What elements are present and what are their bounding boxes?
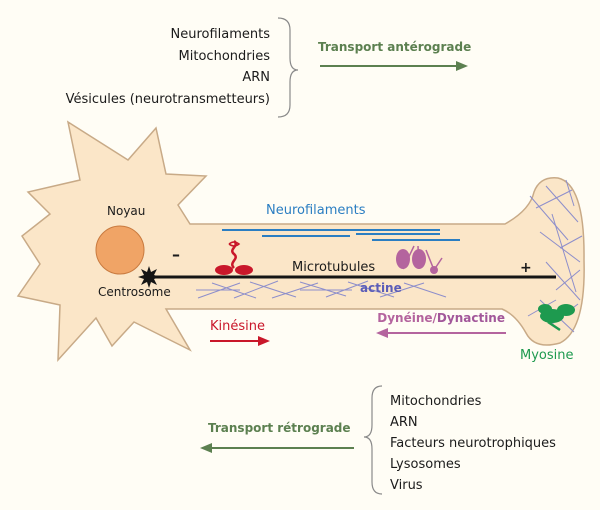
microtubules-label: Microtubules (292, 260, 375, 275)
dynein-dynactin-label: Dynéine/Dynactine (377, 311, 505, 325)
actin-label: actine (360, 281, 402, 295)
retrograde-cargo-item: Lysosomes (390, 457, 461, 472)
anterograde-cargo-list: Neurofilaments Mitochondries ARN Vésicul… (66, 27, 271, 107)
anterograde-cargo-item: ARN (242, 70, 270, 85)
nucleus-label: Noyau (107, 204, 145, 218)
retrograde-cargo-item: Facteurs neurotrophiques (390, 436, 556, 451)
dynein-label: Dynéine (377, 311, 432, 325)
dynein-dynactin-separator: / (433, 311, 438, 325)
anterograde-cargo-item: Mitochondries (179, 49, 271, 64)
retrograde-cargo-item: Mitochondries (390, 394, 482, 409)
plus-end-label: + (520, 260, 532, 276)
anterograde-transport-label: Transport antérograde (318, 40, 471, 54)
myosin-label: Myosine (520, 348, 574, 363)
retrograde-cargo-item: ARN (390, 415, 418, 430)
retrograde-cargo-item: Virus (390, 478, 423, 493)
neuron-cell-body (16, 120, 585, 363)
dynactin-label: Dynactine (437, 311, 505, 325)
minus-end-label: – (172, 245, 180, 264)
kinesin-motor (215, 240, 253, 275)
dynein-motor (396, 245, 443, 274)
dynein-arrow (376, 328, 506, 338)
nucleus (95, 225, 145, 275)
myosin-motor (538, 304, 575, 332)
centrosome-star (138, 266, 160, 288)
retrograde-cargo-list: Mitochondries ARN Facteurs neurotrophiqu… (390, 394, 556, 493)
retrograde-brace (363, 385, 383, 495)
kinesin-arrow (210, 336, 270, 346)
kinesin-label: Kinésine (210, 319, 265, 334)
anterograde-cargo-item: Vésicules (neurotransmetteurs) (66, 92, 270, 107)
anterograde-cargo-item: Neurofilaments (170, 27, 270, 42)
anterograde-arrow (320, 61, 468, 71)
neurofilament-lines (222, 229, 460, 241)
anterograde-brace (277, 17, 299, 118)
neurofilaments-label: Neurofilaments (266, 203, 366, 218)
retrograde-arrow (200, 443, 354, 453)
centrosome-label: Centrosome (98, 285, 171, 299)
retrograde-transport-label: Transport rétrograde (208, 421, 351, 435)
